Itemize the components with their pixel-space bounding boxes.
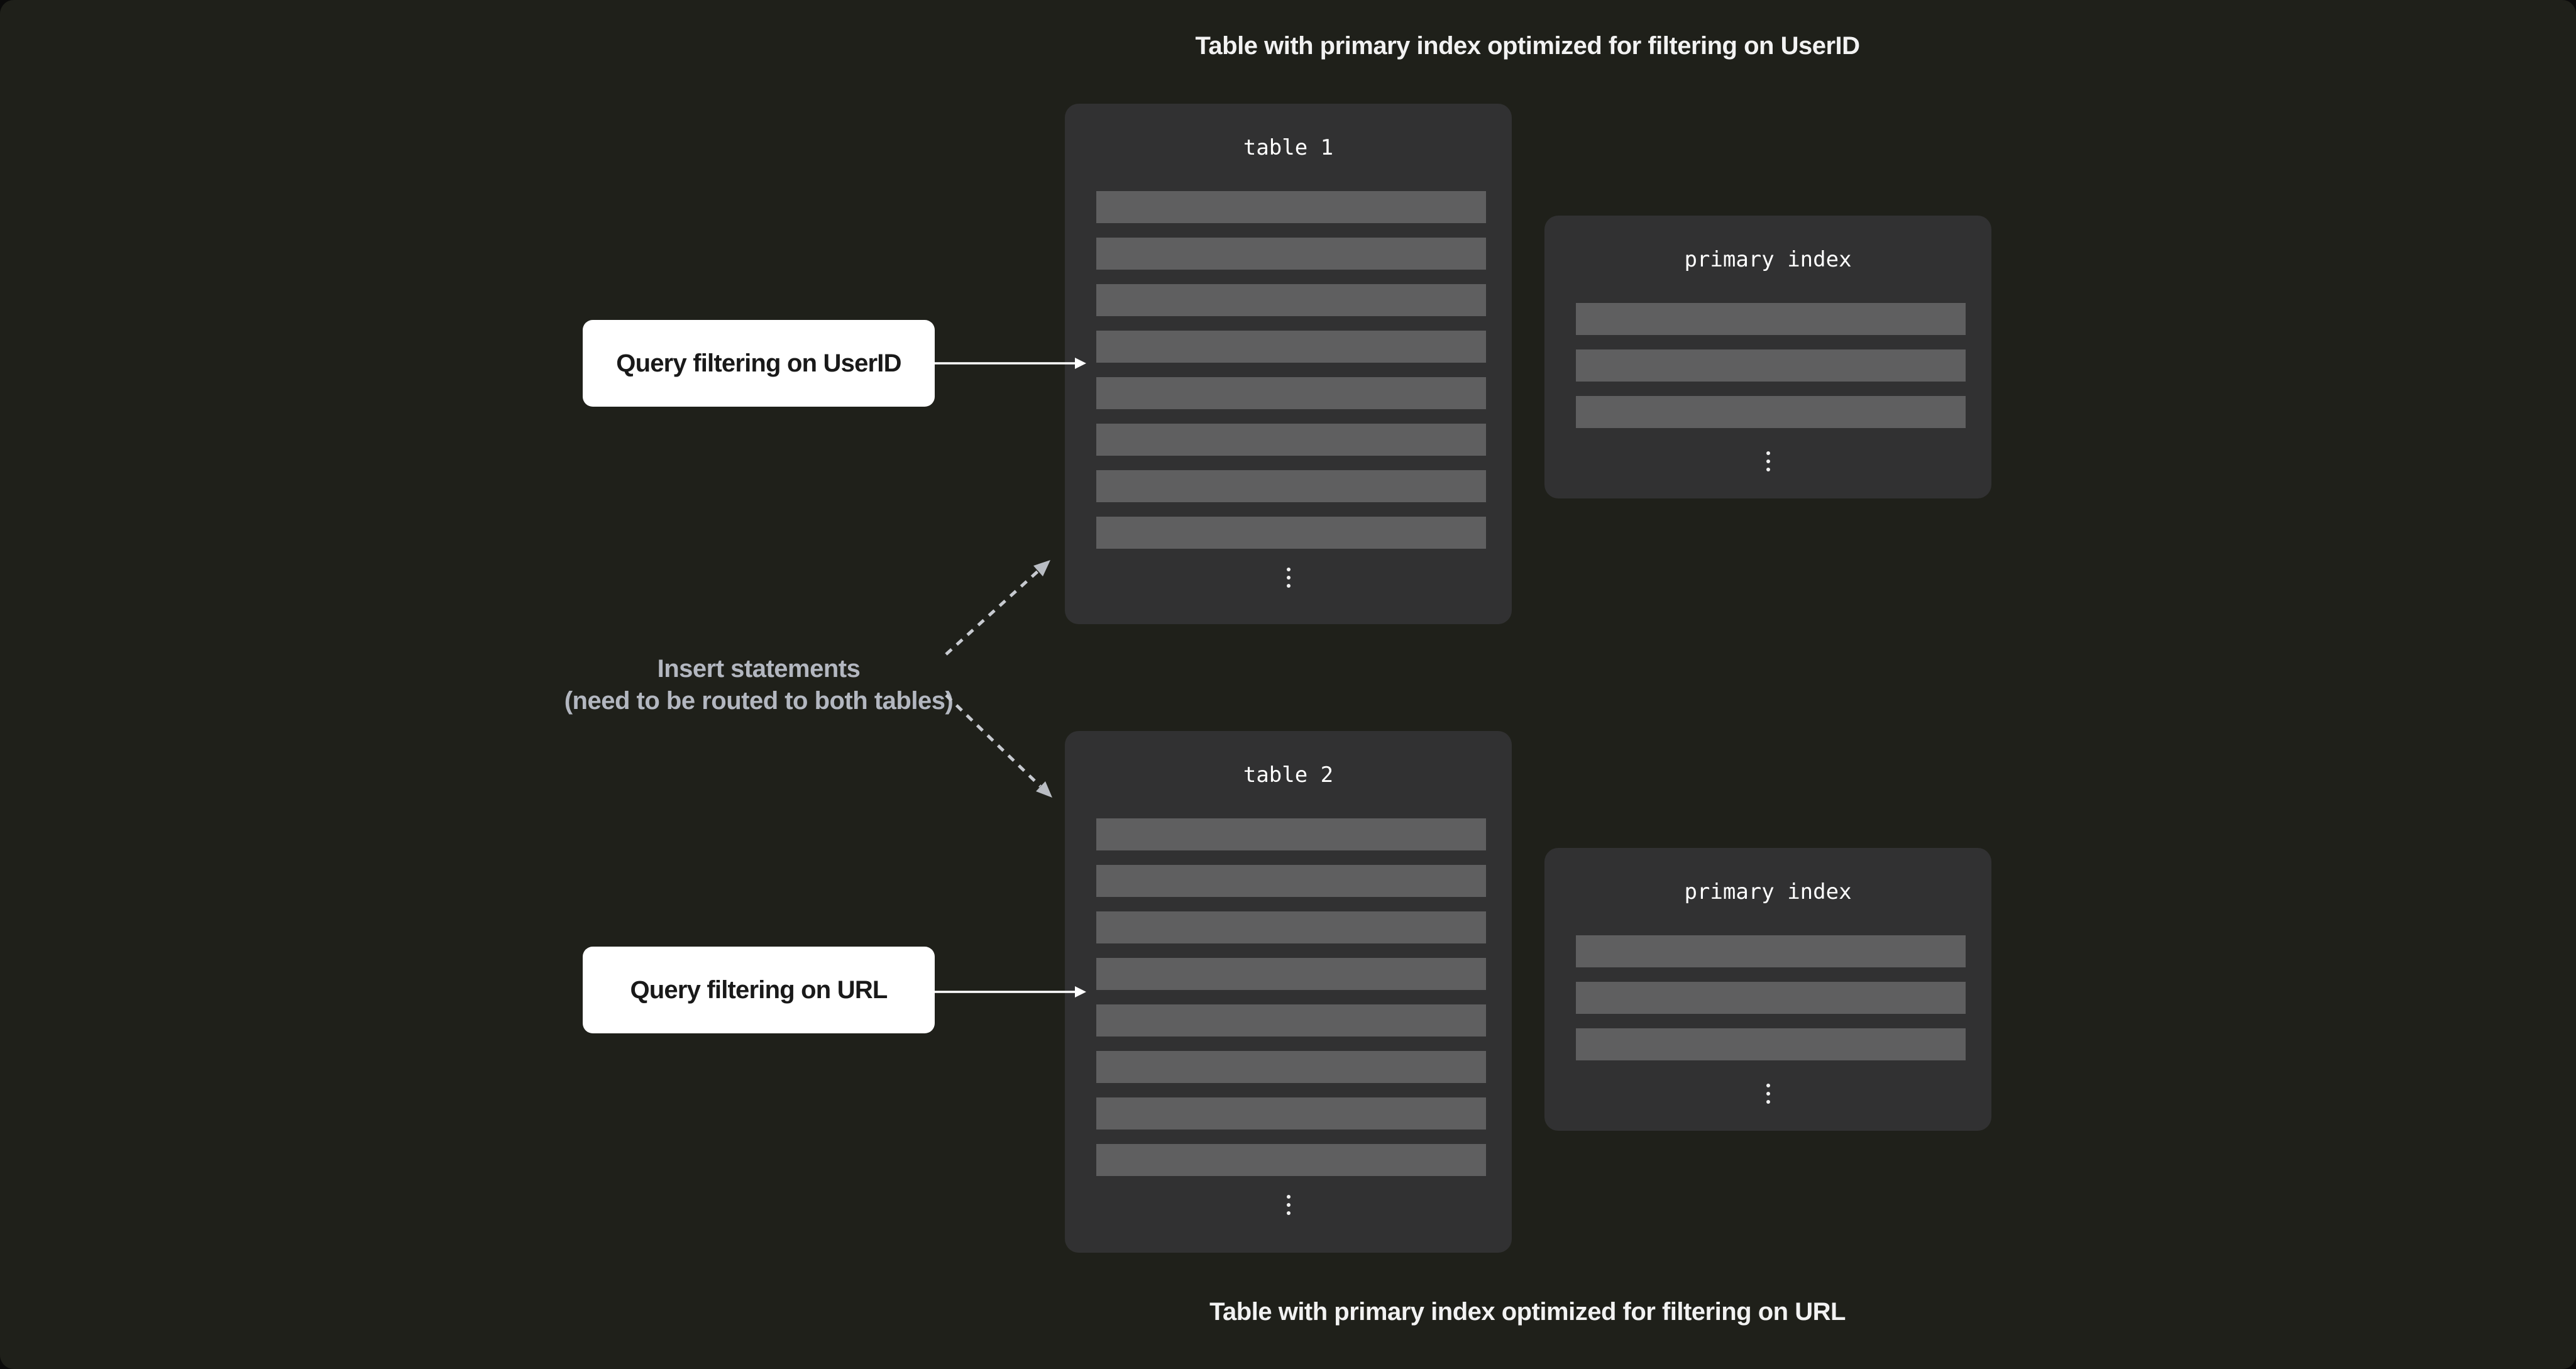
primary-index1-panel: primary index — [1544, 216, 1991, 498]
vertical-ellipsis-icon — [1766, 449, 1770, 473]
dot — [1286, 583, 1291, 588]
query-userid-arrow — [935, 358, 1086, 369]
table-row — [1096, 238, 1486, 270]
table-row — [1576, 935, 1966, 967]
table1-rows — [1096, 191, 1486, 563]
primary-index2-rows — [1576, 935, 1966, 1075]
insert-note: Insert statements (need to be routed to … — [564, 653, 954, 717]
caption-bottom: Table with primary index optimized for f… — [1209, 1298, 1846, 1326]
table-row — [1096, 470, 1486, 502]
insert-arrow-table1 — [945, 560, 1050, 656]
table-row — [1096, 1144, 1486, 1176]
dot — [1286, 575, 1291, 580]
table-row — [1096, 331, 1486, 363]
insert-arrow-table2 — [945, 694, 1052, 798]
query-url-label: Query filtering on URL — [583, 947, 935, 1033]
dot — [1286, 567, 1291, 571]
primary-index2-panel: primary index — [1544, 848, 1991, 1131]
table-row — [1096, 818, 1486, 850]
dot — [1766, 451, 1770, 455]
dot — [1766, 1091, 1770, 1096]
table-row — [1096, 284, 1486, 316]
table-row — [1576, 349, 1966, 382]
dot — [1766, 459, 1770, 463]
table-row — [1576, 982, 1966, 1014]
table-row — [1576, 1028, 1966, 1060]
primary-index2-title: primary index — [1684, 879, 1852, 904]
table-row — [1096, 1097, 1486, 1130]
table-row — [1576, 303, 1966, 335]
query-userid-label: Query filtering on UserID — [583, 320, 935, 407]
table1-title: table 1 — [1243, 135, 1334, 160]
table1-panel: table 1 — [1065, 104, 1512, 624]
table-row — [1096, 1051, 1486, 1083]
dot — [1286, 1211, 1291, 1215]
vertical-ellipsis-icon — [1286, 1192, 1291, 1217]
dot — [1286, 1202, 1291, 1207]
primary-index1-rows — [1576, 303, 1966, 443]
table-row — [1096, 1004, 1486, 1036]
dot — [1766, 1099, 1770, 1104]
table-row — [1096, 958, 1486, 990]
table-row — [1096, 911, 1486, 943]
dot — [1766, 1083, 1770, 1087]
table-row — [1096, 517, 1486, 549]
table-row — [1576, 396, 1966, 428]
query-url-arrow — [935, 986, 1086, 998]
table2-title: table 2 — [1243, 762, 1334, 788]
table-row — [1096, 424, 1486, 456]
caption-top: Table with primary index optimized for f… — [1195, 32, 1860, 60]
table-row — [1096, 377, 1486, 409]
primary-index1-title: primary index — [1684, 247, 1852, 272]
insert-note-line2: (need to be routed to both tables) — [564, 687, 954, 715]
vertical-ellipsis-icon — [1286, 565, 1291, 590]
dot — [1766, 467, 1770, 471]
table-row — [1096, 191, 1486, 223]
table-row — [1096, 865, 1486, 897]
table2-panel: table 2 — [1065, 731, 1512, 1253]
table2-rows — [1096, 818, 1486, 1190]
vertical-ellipsis-icon — [1766, 1081, 1770, 1106]
dot — [1286, 1194, 1291, 1199]
insert-note-line1: Insert statements — [657, 655, 861, 683]
